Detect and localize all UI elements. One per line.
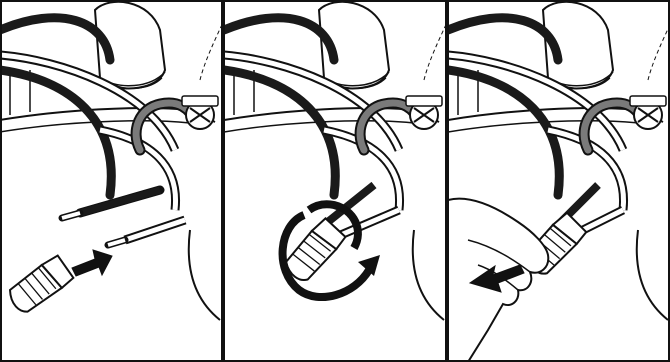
step-2-panel (224, 1, 449, 361)
push-arrow-icon (72, 250, 112, 276)
step-3-panel (448, 1, 670, 362)
step-1-panel (0, 1, 225, 361)
wire-nut-icon (3, 253, 79, 315)
